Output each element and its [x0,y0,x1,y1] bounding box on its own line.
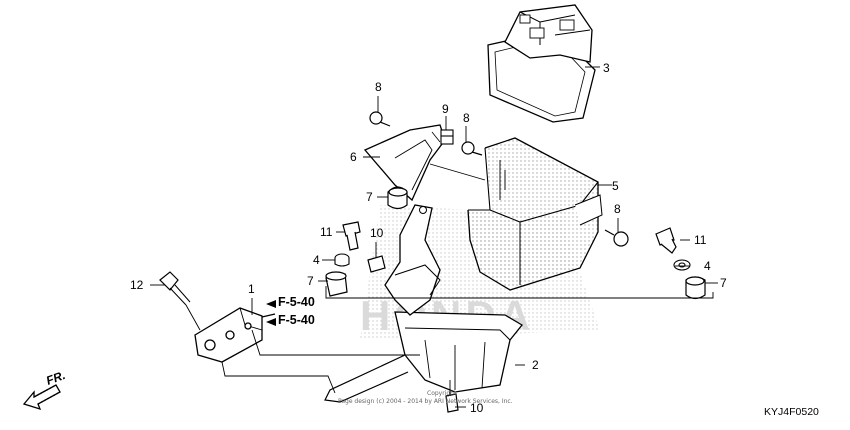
copyright-line-1: Copyright [427,390,457,397]
diagram-code: KYJ4F0520 [764,406,819,418]
front-direction-label: FR. [44,368,67,388]
part-screw-8 [369,111,629,247]
part-bolt-10 [367,255,459,413]
callout-11[interactable]: 11 [694,233,707,247]
callout-4[interactable]: 4 [313,253,320,267]
part-bolt-12 [159,271,191,306]
reference-label-f-5-40[interactable]: F-5-40 [278,313,315,327]
callout-11[interactable]: 11 [320,225,333,239]
part-battery-tray [467,137,603,291]
callout-5[interactable]: 5 [612,179,619,193]
reference-label-f-5-40[interactable]: F-5-40 [278,295,315,309]
reference-arrows [266,300,276,326]
callout-8[interactable]: 8 [614,202,621,216]
callout-8[interactable]: 8 [463,111,470,125]
callout-1[interactable]: 1 [248,282,255,296]
callout-7[interactable]: 7 [720,276,727,290]
callout-7[interactable]: 7 [366,190,373,204]
callout-8[interactable]: 8 [375,80,382,94]
callout-12[interactable]: 12 [130,278,144,292]
callout-10[interactable]: 10 [470,401,484,415]
part-collar-4 [334,253,691,271]
copyright-line-2: Page design (c) 2004 - 2014 by ARI Netwo… [338,398,513,405]
front-direction-arrow: FR. [22,368,67,411]
callout-9[interactable]: 9 [442,102,449,116]
part-grommet-7 [325,186,706,300]
part-bracket-cover [363,124,446,202]
callout-7[interactable]: 7 [307,274,314,288]
part-bolt-11 [342,221,677,254]
part-lower-bracket [324,204,523,403]
callout-10[interactable]: 10 [370,226,384,240]
callout-6[interactable]: 6 [350,150,357,164]
part-joint-block [194,307,263,363]
part-clip-9 [440,129,454,145]
callout-2[interactable]: 2 [532,358,539,372]
callout-3[interactable]: 3 [603,61,610,75]
part-abs-modulator [487,4,596,123]
leader-lines [150,66,718,408]
callout-4[interactable]: 4 [704,259,711,273]
